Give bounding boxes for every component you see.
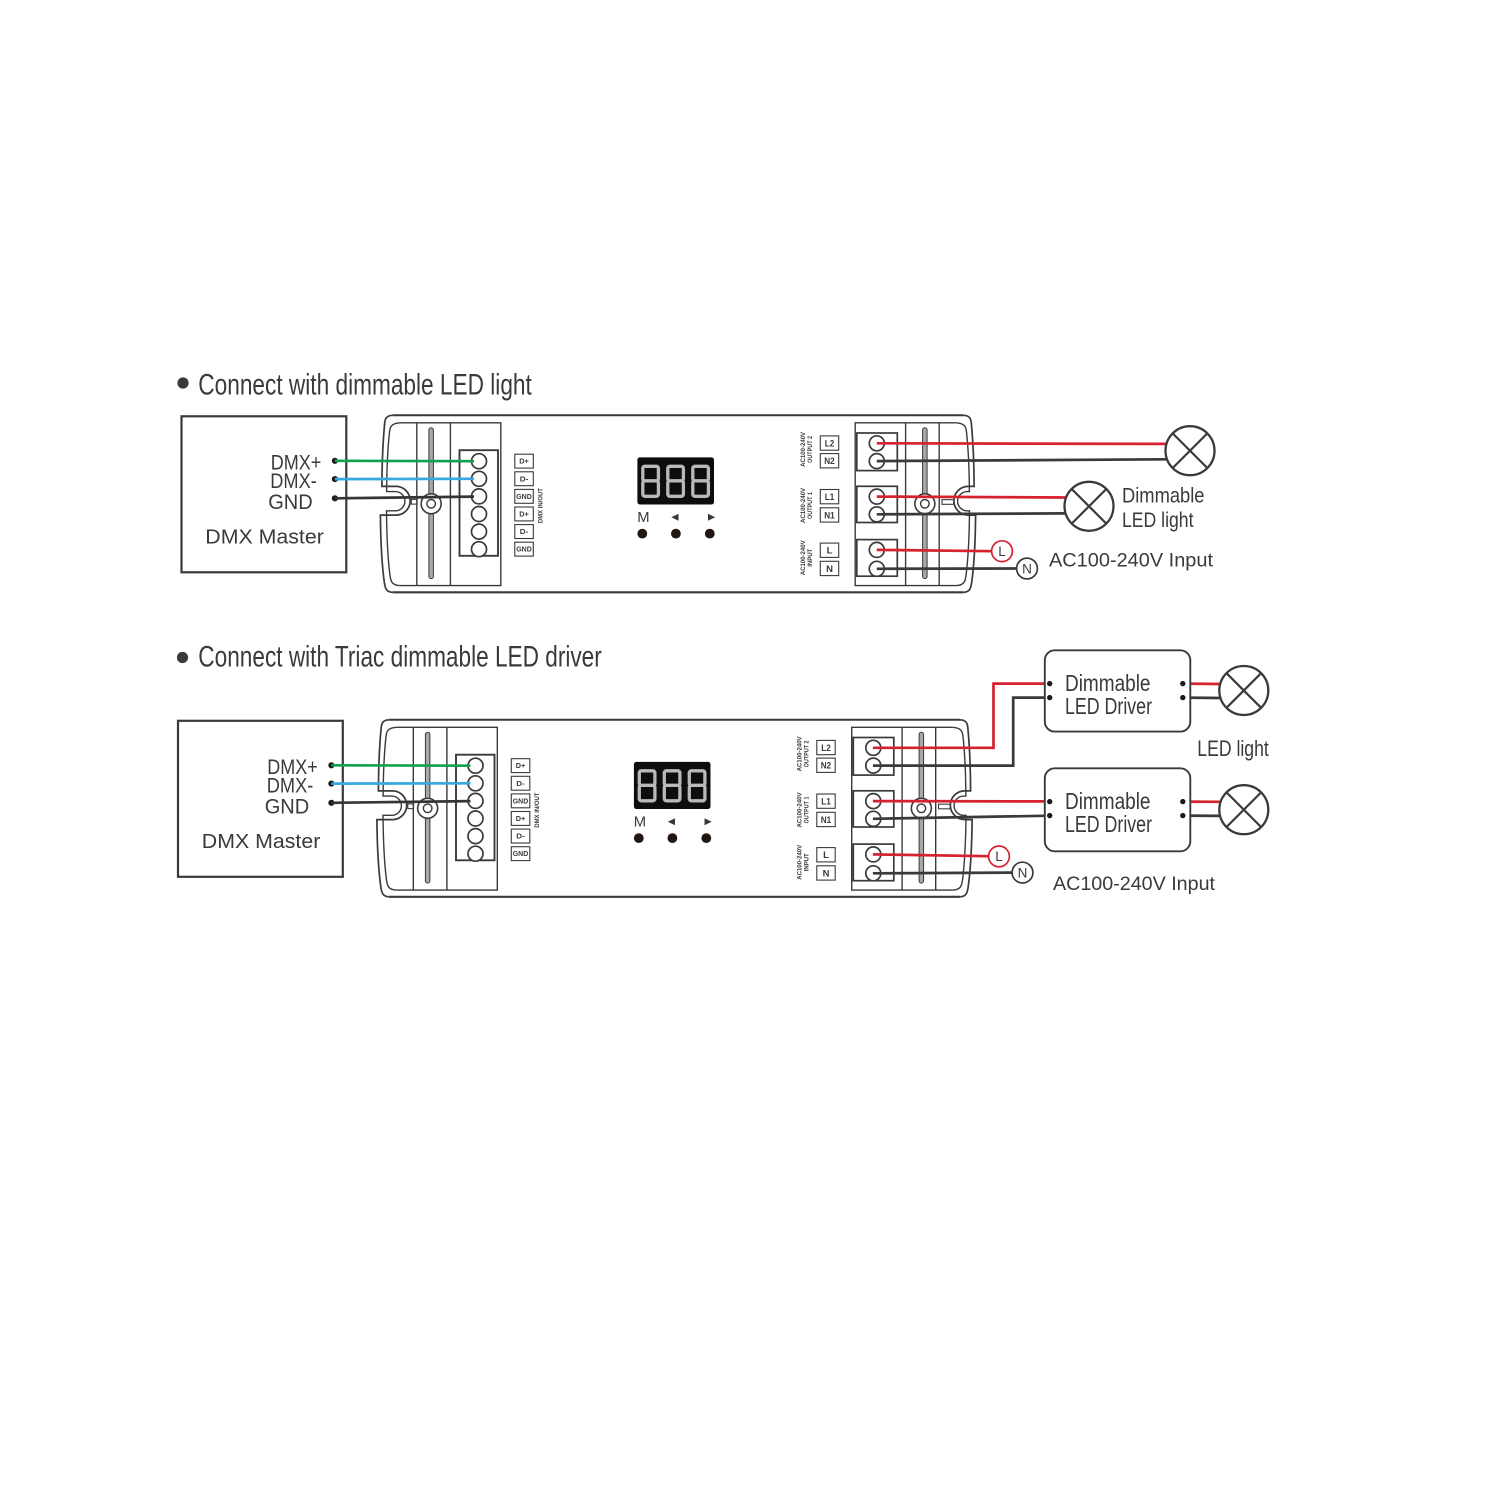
svg-text:Dimmable: Dimmable <box>1122 483 1205 507</box>
svg-text:L: L <box>995 849 1003 864</box>
svg-text:N: N <box>1022 561 1032 576</box>
svg-text:LED light: LED light <box>1197 736 1269 761</box>
svg-text:L: L <box>998 544 1006 559</box>
svg-text:Connect with dimmable LED ligh: Connect with dimmable LED light <box>198 368 532 401</box>
svg-text:N: N <box>1018 865 1028 880</box>
svg-text:AC100-240V Input: AC100-240V Input <box>1049 550 1214 572</box>
svg-text:Dimmable: Dimmable <box>1065 670 1151 696</box>
svg-text:AC100-240V Input: AC100-240V Input <box>1053 873 1216 895</box>
svg-text:Dimmable: Dimmable <box>1065 788 1151 814</box>
svg-text:LED Driver: LED Driver <box>1065 693 1152 719</box>
svg-text:LED light: LED light <box>1122 508 1194 532</box>
svg-text:Connect with Triac dimmable LE: Connect with Triac dimmable LED driver <box>198 641 602 674</box>
svg-text:LED Driver: LED Driver <box>1065 811 1152 837</box>
